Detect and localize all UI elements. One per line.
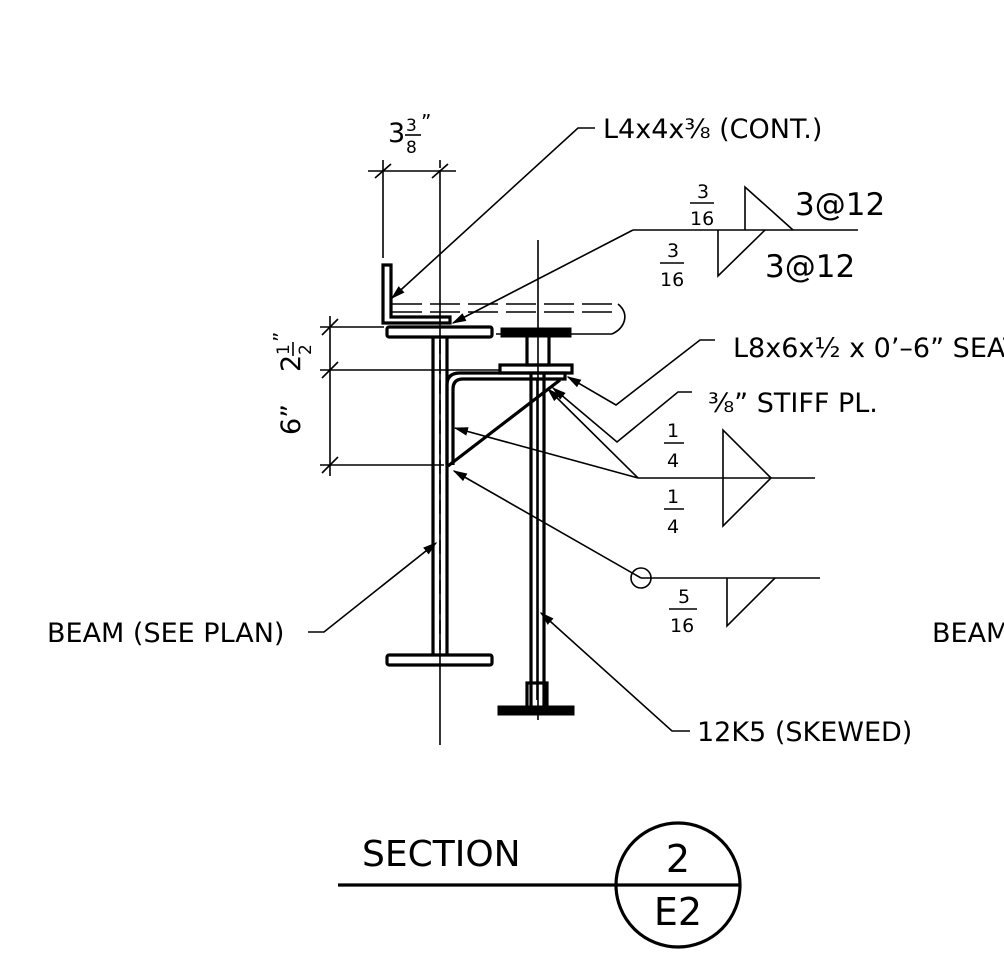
callout-joist: 12K5 (SKEWED) [539,612,912,748]
label-beam-left: BEAM (SEE PLAN) [47,618,284,649]
section-title: SECTION 2 E2 [338,821,742,949]
left-beam-bottom-flange [385,653,494,667]
dim-top-unit: ” [421,110,431,134]
weld-top-lower-pitch: 3@12 [765,249,855,285]
callout-seat-angle: L8x6x½ x 0’–6” SEAT [566,333,1004,406]
continuous-angle [381,263,452,325]
callout-angle-top: L4x4x⅜ (CONT.) [390,114,822,299]
dim-top-num: 3 [406,116,417,136]
joist-bottom-chord [497,705,575,716]
seat-angle [445,371,567,468]
weld-top-upper-pitch: 3@12 [795,187,885,223]
weld-mid-upper-den: 4 [667,450,679,472]
weld-symbol-field: 5 16 [452,470,820,637]
dim-a-den: 2 [296,344,316,355]
weld-top-upper-num: 3 [697,181,709,203]
callout-stiff-plate: ⅜” STIFF PL. [551,387,878,444]
weld-symbol-top: 3 16 3@12 3 16 3@12 [451,181,885,324]
weld-top-upper-den: 16 [690,208,714,230]
dim-a-unit: ” [269,332,293,342]
weld-mid-lower-num: 1 [667,486,679,508]
weld-top-lower-num: 3 [667,240,679,262]
label-joist: 12K5 (SKEWED) [697,717,912,748]
left-beam [385,170,494,745]
callout-beam: BEAM (SEE PLAN) BEAM [47,542,1004,649]
section-number: 2 [666,837,690,881]
weld-mid-upper-num: 1 [667,420,679,442]
section-sheet: E2 [654,890,702,934]
weld-mid-lower-den: 4 [667,516,679,538]
label-stiff-plate: ⅜” STIFF PL. [708,388,878,419]
label-angle-top: L4x4x⅜ (CONT.) [603,114,822,145]
field-weld-circle [630,567,652,589]
label-beam-right: BEAM [932,618,1004,649]
dimension-top-width: 3 3 8 ” [368,110,456,258]
stiffener-plate [447,378,561,468]
dim-a-whole: 2 [276,355,307,372]
label-seat-angle: L8x6x½ x 0’–6” SEAT [733,333,1004,364]
weld-field-num: 5 [678,586,690,608]
weld-field-den: 16 [670,615,694,637]
seat-angle-shape [445,371,567,465]
section-bubble [614,821,742,949]
dim-top-den: 8 [406,138,417,158]
continuous-angle-shape [381,263,452,325]
dim-top-whole: 3 [388,118,405,149]
dim-a-num: 1 [274,344,294,355]
dim-b: 6” [276,404,307,435]
left-beam-top-flange [385,325,494,339]
weld-symbol-middle: 1 4 1 4 [453,387,815,538]
dimension-vertical: 2 1 2 ” 6” [269,316,500,476]
section-title-text: SECTION [362,834,521,875]
weld-top-lower-den: 16 [660,269,684,291]
